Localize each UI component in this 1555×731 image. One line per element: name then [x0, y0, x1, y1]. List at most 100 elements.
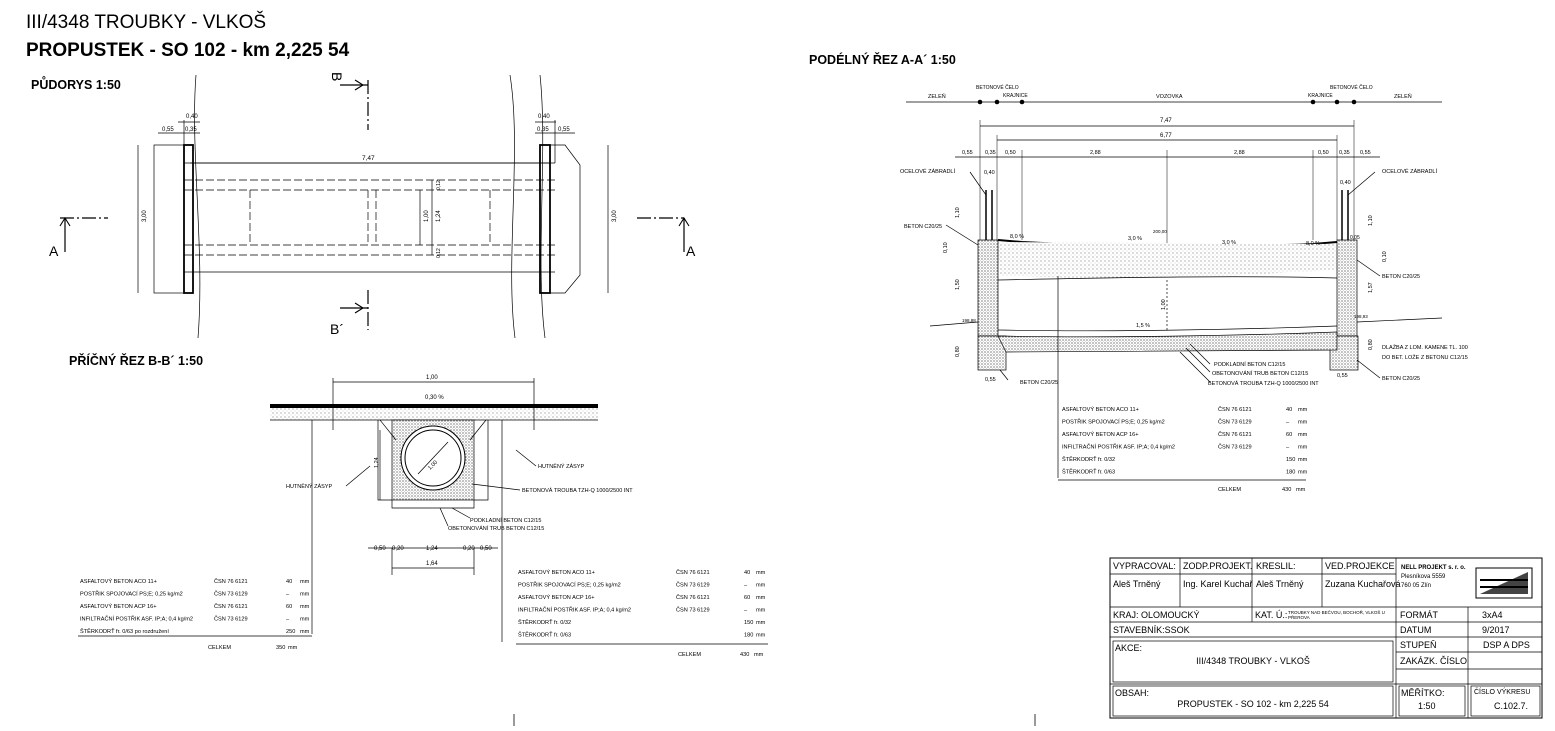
kat-value: TROUBKY NAD BEČVOU, BOCHOŘ, VLKOŠ U PŘER… — [1288, 610, 1385, 620]
layer-thickness: 40 — [1286, 407, 1292, 413]
long-top-label: KRAJNICE — [1003, 93, 1028, 99]
zakazka-header: ZAKÁZK. ČÍSLO — [1400, 656, 1468, 666]
layer-norm: ČSN 73 6129 — [214, 616, 248, 623]
long-dim: 0,80 — [1368, 339, 1374, 350]
long-dim: 0,40 — [1340, 180, 1351, 186]
long-dim: 0,55 — [1337, 373, 1348, 379]
long-dim: 0,55 — [962, 150, 973, 156]
section-mark-a: A — [49, 243, 59, 259]
long-top-label: BETONOVÉ ČELO — [976, 84, 1019, 91]
cross-dim: 0,20 — [392, 546, 404, 552]
long-top-label: VOZOVKA — [1156, 94, 1183, 100]
meritko-header: MĚŘÍTKO: — [1401, 688, 1445, 698]
obsah-header: OBSAH: — [1115, 688, 1150, 698]
long-section — [906, 99, 1443, 481]
slope: 3,0 % — [1128, 236, 1142, 242]
long-dim: 1,10 — [955, 207, 961, 218]
layer-thickness: 250 — [286, 629, 295, 635]
layer-norm: ČSN 76 6121 — [214, 603, 248, 610]
plan-dim: 0,35 — [537, 127, 549, 133]
plan-dim: 0,55 — [558, 127, 570, 133]
cross-dim: 1,24 — [374, 457, 380, 468]
long-label: BETON C20/25 — [904, 224, 942, 230]
layer-unit: mm — [756, 595, 766, 601]
long-dim: 0,80 — [955, 346, 961, 357]
cross-label: PODKLADNÍ BETON C12/15 — [470, 517, 541, 524]
layer-thickness: 150 — [744, 620, 753, 626]
section-mark-a: A — [686, 243, 696, 259]
layer-name: INFILTRAČNÍ POSTŘIK ASF. IP;A; 0,4 kg/m2 — [1062, 443, 1175, 451]
kreslil-header: KRESLIL: — [1256, 561, 1296, 571]
layer-thickness: – — [1286, 445, 1290, 451]
layer-name: ŠTĚRKODRŤ fr. 0/32 — [518, 618, 571, 626]
long-label: OCELOVÉ ZÁBRADLÍ — [1382, 168, 1437, 175]
long-top-label: ZELEŇ — [1394, 93, 1412, 100]
layer-unit: mm — [1298, 457, 1308, 463]
long-dim: 0,55 — [1360, 150, 1371, 156]
kreslil-name: Aleš Trněný — [1256, 579, 1304, 589]
cross-dim: 0,30 % — [425, 395, 444, 401]
zodp-header: ZODP.PROJEKT. — [1183, 561, 1253, 571]
long-label: DLAŽBA Z LOM. KAMENE TL. 100 — [1382, 343, 1468, 351]
zodp-name: Ing. Karel Kuchař — [1183, 579, 1253, 589]
layer-name: INFILTRAČNÍ POSTŘIK ASF. IP;A; 0,4 kg/m2 — [80, 615, 193, 623]
long-dim: 1,50 — [955, 279, 961, 290]
meritko-value: 1:50 — [1418, 701, 1436, 711]
company-street: Plesníkova 5559 — [1401, 574, 1446, 580]
layer-name: ASFALTOVÝ BETON ACO 11+ — [80, 578, 157, 585]
layer-norm: ČSN 73 6129 — [1218, 419, 1252, 426]
total-unit: mm — [1296, 487, 1306, 493]
cross-dim: 0,50 — [480, 546, 492, 552]
layer-name: INFILTRAČNÍ POSTŘIK ASF. IP;A; 0,4 kg/m2 — [518, 606, 631, 614]
cross-section — [78, 378, 768, 645]
plan-dim: 3,00 — [142, 210, 148, 222]
layer-name: POSTŘIK SPOJOVACÍ PS;E; 0,25 kg/m2 — [80, 590, 183, 598]
long-labels: ZELEŇ BETONOVÉ ČELO KRAJNICE VOZOVKA KRA… — [900, 84, 1468, 387]
format-header: FORMÁT — [1400, 610, 1438, 620]
layer-name: ASFALTOVÝ BETON ACO 11+ — [1062, 406, 1139, 413]
cross-section-title: PŘÍČNÝ ŘEZ B-B´ 1:50 — [69, 354, 204, 368]
long-dim: 1,10 — [1368, 215, 1374, 226]
long-dim: 0,05 — [1350, 235, 1360, 241]
cross-dim: 1,00 — [427, 460, 439, 472]
object-title: PROPUSTEK - SO 102 - km 2,225 54 — [26, 40, 350, 61]
layer-norm: ČSN 76 6121 — [1218, 431, 1252, 438]
level: 200,00 — [1153, 229, 1167, 234]
total-unit: mm — [754, 652, 764, 658]
stupen-value: DSP A DPS — [1483, 640, 1530, 650]
plan-dim: 0,12 — [436, 248, 442, 258]
long-label: BETON C20/25 — [1382, 274, 1420, 280]
slope: 1,5 % — [1136, 323, 1150, 329]
layer-unit: mm — [1298, 445, 1308, 451]
layer-norm: ČSN 76 6121 — [676, 594, 710, 601]
layer-unit: mm — [300, 629, 310, 635]
layer-thickness: – — [286, 617, 290, 623]
layer-unit: mm — [1298, 432, 1308, 438]
datum-value: 9/2017 — [1482, 625, 1510, 635]
level: 198,93 — [1354, 314, 1368, 319]
layer-norm: ČSN 76 6121 — [676, 569, 710, 576]
vypracoval-header: VYPRACOVAL: — [1113, 561, 1176, 571]
cislo-value: C.102.7. — [1494, 701, 1529, 711]
cross-label: HUTNĚNÝ ZÁSYP — [538, 462, 584, 470]
plan-labels: 0,40 0,55 0,35 7,47 0,40 0,35 0,55 3,00 … — [49, 72, 696, 337]
long-label: DO BET. LOŽE Z BETONU C12/15 — [1382, 353, 1468, 361]
layer-thickness: 60 — [744, 595, 750, 601]
total-label: CELKEM — [1218, 487, 1241, 493]
road-title: III/4348 TROUBKY - VLKOŠ — [26, 12, 267, 33]
layer-name: ŠTĚRKODRŤ fr. 0/63 po rozdružení — [80, 627, 169, 635]
layer-norm: ČSN 76 6121 — [214, 578, 248, 585]
plan-dim: 0,55 — [162, 127, 174, 133]
layer-thickness: – — [744, 608, 748, 614]
layer-unit: mm — [300, 617, 310, 623]
slope: 8,0 % — [1010, 234, 1024, 240]
cross-label: BETONOVÁ TROUBA TZH-Q 1000/2500 INT — [522, 487, 633, 494]
layer-unit: mm — [756, 583, 766, 589]
layer-thickness: 180 — [1286, 470, 1295, 476]
datum-header: DATUM — [1400, 625, 1432, 635]
cross-dim: 0,50 — [374, 546, 386, 552]
layer-name: ŠTĚRKODRŤ fr. 0/32 — [1062, 455, 1115, 463]
layer-thickness: 40 — [286, 579, 292, 585]
plan-dim: 1,24 — [436, 210, 442, 222]
